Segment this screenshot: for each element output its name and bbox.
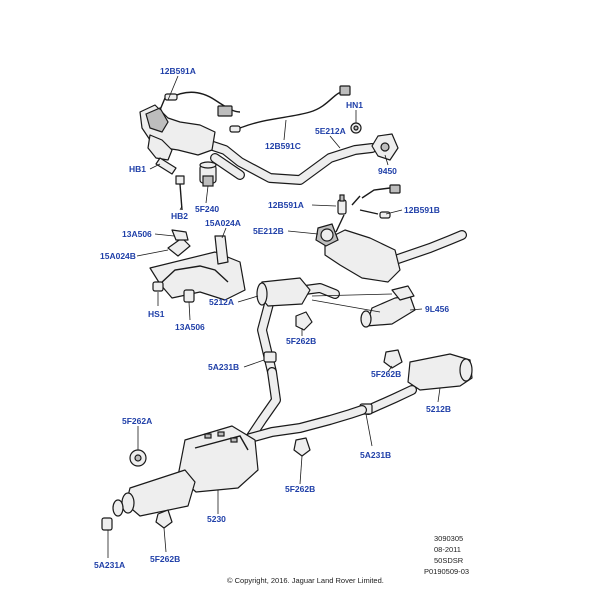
rear-muffler-5212B [363, 353, 473, 415]
callout-5F262B-c: 5F262B [285, 484, 315, 494]
clamp-5F262B-c [293, 437, 311, 457]
meta-date: 08-2011 [434, 545, 461, 554]
gasket-9450 [371, 133, 399, 161]
callout-12B591A-top: 12B591A [160, 66, 196, 76]
callout-5E212A: 5E212A [315, 126, 346, 136]
callout-5230: 5230 [207, 514, 226, 524]
callout-12B591C: 12B591C [265, 141, 301, 151]
callout-HB2: HB2 [171, 211, 188, 221]
front-pipe-a [190, 135, 377, 185]
tail-pipe-leaders [311, 293, 393, 313]
callout-5F262B-b: 5F262B [371, 369, 401, 379]
mount-5F240 [199, 161, 217, 187]
callout-15A024B: 15A024B [100, 251, 136, 261]
clamp-5A231A [101, 517, 113, 531]
clip-HS1 [152, 281, 164, 292]
tail-pipe-9L456 [360, 285, 416, 328]
oxygen-sensor-12B591A-top [164, 85, 351, 133]
callout-5E212B: 5E212B [253, 226, 284, 236]
callout-5A231A: 5A231A [94, 560, 125, 570]
clamp-5A231B-a [263, 351, 277, 363]
callout-15A024A: 15A024A [205, 218, 241, 228]
leader-lines [107, 75, 441, 558]
callout-13A506-bot: 13A506 [175, 322, 205, 332]
intermediate-pipe-5212A [256, 277, 340, 377]
oxygen-sensor-12B591A-mid [337, 194, 361, 215]
bolt-HB2 [175, 175, 185, 211]
footer-meta: 3090305 08-2011 50SDSR P0190509-03 © Cop… [227, 534, 469, 585]
callout-5F262A: 5F262A [122, 416, 152, 426]
clamp-5F262B-b [383, 349, 403, 369]
clamp-5F262A [129, 449, 147, 467]
catalytic-converter-b [315, 214, 467, 283]
meta-copyright: © Copyright, 2016. Jaguar Land Rover Lim… [227, 576, 384, 585]
callout-9L456: 9L456 [425, 304, 449, 314]
meta-ref: P0190509-03 [424, 567, 469, 576]
callout-5212A: 5212A [209, 297, 234, 307]
bolt-HB1 [155, 157, 177, 175]
callout-9450: 9450 [378, 166, 397, 176]
mid-pipes [245, 367, 367, 443]
callout-5212B: 5212B [426, 404, 451, 414]
callout-HN1: HN1 [346, 100, 363, 110]
callout-12B591A-mid: 12B591A [268, 200, 304, 210]
callout-12B591B: 12B591B [404, 205, 440, 215]
oxygen-sensor-12B591B [359, 184, 401, 219]
bracket-15A024B [167, 229, 191, 257]
callout-HB1: HB1 [129, 164, 146, 174]
meta-code: 3090305 [434, 534, 463, 543]
callout-13A506-top: 13A506 [122, 229, 152, 239]
callout-labels: 12B591A HN1 5E212A 12B591C 9450 HB1 HB2 … [94, 66, 451, 570]
callout-5F262B-a: 5F262B [286, 336, 316, 346]
callout-HS1: HS1 [148, 309, 165, 319]
clamp-5F262B-a [295, 311, 313, 331]
callout-5A231B-a: 5A231B [208, 362, 239, 372]
nut-HN1 [350, 122, 362, 134]
catalytic-converter-a [139, 97, 216, 161]
rear-silencer-5230 [112, 425, 259, 517]
callout-5F240: 5F240 [195, 204, 219, 214]
callout-5A231B-b: 5A231B [360, 450, 391, 460]
heat-shield-bracket [149, 235, 246, 301]
clamp-5F262B-d [155, 509, 173, 529]
callout-5F262B-d: 5F262B [150, 554, 180, 564]
meta-model: 50SDSR [434, 556, 464, 565]
clip-13A506-bot [183, 289, 195, 303]
